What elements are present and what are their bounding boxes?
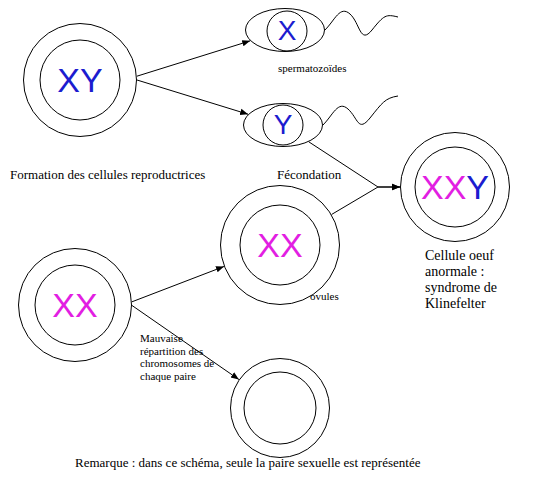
chromosome-text: XX [257, 228, 302, 262]
nucleus-outline [267, 11, 307, 51]
arrow-connector [332, 187, 400, 214]
note-label: Formation des cellules reproductrices [10, 168, 205, 183]
arrow-connector [132, 266, 224, 301]
sperm-node: X [245, 8, 325, 52]
note-label: Mauvaise répartition des chromosomes de … [140, 332, 228, 383]
nucleus-content: XX [35, 265, 115, 345]
chromosome-text: XX [52, 288, 97, 322]
chromosome-text: XY [57, 63, 102, 97]
note-label: spermatozoïdes [278, 62, 346, 75]
note-label: Fécondation [277, 168, 341, 183]
nucleus-content: X [267, 11, 307, 51]
cell-node: XX [18, 248, 132, 362]
cell-membrane [231, 359, 330, 458]
nucleus-content: XX [240, 205, 320, 285]
arrow-connector [137, 41, 250, 76]
cell-node: XX [220, 185, 340, 305]
note-label: ovules [310, 290, 339, 303]
cell-outline [230, 358, 330, 458]
nucleus-content: Y [263, 105, 303, 145]
cell-membrane [221, 186, 340, 305]
note-label: Cellule oeuf anormale : syndrome de Klin… [425, 248, 523, 312]
cell-membrane [19, 249, 132, 362]
cell-membrane [246, 9, 325, 52]
cell-node [230, 358, 330, 458]
cell-membrane [401, 133, 510, 242]
nucleus-outline [240, 205, 320, 285]
nucleus-content: XXY [415, 147, 495, 227]
chromosome-text: X [278, 17, 297, 45]
nucleus-content: XY [40, 40, 120, 120]
cell-membrane [24, 24, 137, 137]
cell-node: XXY [400, 132, 510, 242]
chromosome-text: Y [274, 111, 293, 139]
caption-note: Remarque : dans ce schéma, seule la pair… [75, 456, 420, 471]
cell-membrane [244, 104, 323, 147]
nucleus-content [244, 372, 316, 444]
nucleus-outline [40, 40, 120, 120]
nucleus-outline [35, 265, 115, 345]
arrow-connector [137, 80, 248, 114]
nucleus-outline [263, 105, 303, 145]
nucleus-outline [244, 372, 316, 444]
sperm-tail [323, 96, 398, 125]
arrow-connector [309, 142, 400, 187]
sperm-tail [325, 11, 398, 35]
chromosome-text: XXY [421, 170, 489, 204]
sperm-node: Y [243, 103, 323, 147]
cell-node: XY [23, 23, 137, 137]
nucleus-outline [415, 147, 495, 227]
arrow-connector [132, 305, 239, 379]
